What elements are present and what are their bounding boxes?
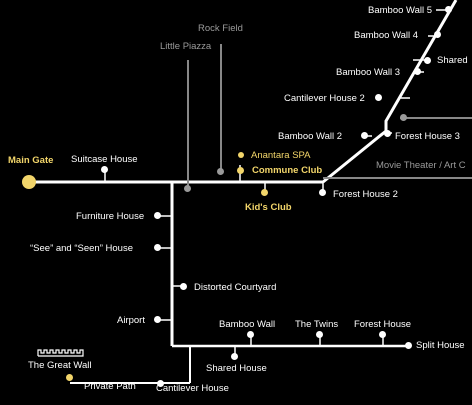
diagonal-path [322, 0, 458, 184]
bamboo-wall-5-marker[interactable] [445, 6, 452, 13]
kids-club-marker[interactable] [261, 189, 268, 196]
great-wall-icon [37, 349, 84, 357]
private-path-label: Private Path [84, 381, 136, 392]
forest-house-2-label: Forest House 2 [333, 189, 398, 200]
cantilever-house-marker[interactable] [157, 380, 164, 387]
bamboo-wall-5-label: Bamboo Wall 5 [368, 5, 433, 16]
shared-label: Shared [437, 55, 468, 66]
little-piazza-marker[interactable] [184, 185, 191, 192]
bamboo-wall-4-marker[interactable] [434, 31, 441, 38]
cantilever-house-2-label: Cantilever House 2 [284, 93, 365, 104]
bamboo-wall-marker[interactable] [247, 331, 254, 338]
airport-marker[interactable] [154, 316, 161, 323]
kids-club-label: Kid's Club [245, 202, 292, 213]
furniture-house-label: Furniture House [76, 211, 145, 222]
furniture-house-marker[interactable] [154, 212, 161, 219]
top-right-marker[interactable] [400, 114, 407, 121]
bamboo-wall-2-label: Bamboo Wall 2 [278, 131, 343, 142]
split-house-label: Split House [416, 340, 465, 351]
the-twins-label: The Twins [295, 319, 339, 330]
bamboo-wall-3-label: Bamboo Wall 3 [336, 67, 401, 78]
suitcase-house-marker[interactable] [101, 166, 108, 173]
distorted-courtyard-marker[interactable] [180, 283, 187, 290]
main-gate-label: Main Gate [8, 155, 54, 166]
little-piazza-label: Little Piazza [160, 41, 212, 52]
forest-house-3-label: Forest House 3 [395, 131, 460, 142]
shared-house-marker[interactable] [231, 353, 238, 360]
shared-marker[interactable] [424, 57, 431, 64]
suitcase-house-label: Suitcase House [71, 154, 138, 165]
rock-field-label: Rock Field [198, 23, 243, 34]
see-and-seen-house-label: “See” and “Seen” House [30, 243, 133, 254]
bamboo-wall-2-marker[interactable] [361, 132, 368, 139]
cantilever-house-label: Cantilever House [156, 383, 229, 394]
split-house-marker[interactable] [405, 342, 412, 349]
main-gate-marker[interactable] [22, 175, 36, 189]
the-great-wall-label: The Great Wall [28, 360, 92, 371]
see-and-seen-house-marker[interactable] [154, 244, 161, 251]
shared-house-label: Shared House [206, 363, 267, 374]
the-twins-marker[interactable] [316, 331, 323, 338]
rock-field-marker[interactable] [217, 168, 224, 175]
anantara-spa-label: Anantara SPA [251, 150, 311, 161]
forest-house-marker[interactable] [379, 331, 386, 338]
forest-house-label: Forest House [354, 319, 412, 330]
commune-club-label: Commune Club [252, 165, 323, 176]
forest-house-3-marker[interactable] [384, 130, 391, 137]
bamboo-wall-label: Bamboo Wall [219, 319, 276, 330]
movie-theater-label: Movie Theater / Art C [376, 160, 466, 171]
cantilever-house-2-marker[interactable] [375, 94, 382, 101]
commune-club-marker[interactable] [237, 167, 244, 174]
bamboo-wall-3-marker[interactable] [414, 68, 421, 75]
private-path-marker[interactable] [66, 374, 73, 381]
anantara-spa-marker[interactable] [238, 152, 244, 158]
distorted-courtyard-label: Distorted Courtyard [194, 282, 277, 293]
airport-label: Airport [117, 315, 145, 326]
forest-house-2-marker[interactable] [319, 189, 326, 196]
bamboo-wall-4-label: Bamboo Wall 4 [354, 30, 419, 41]
